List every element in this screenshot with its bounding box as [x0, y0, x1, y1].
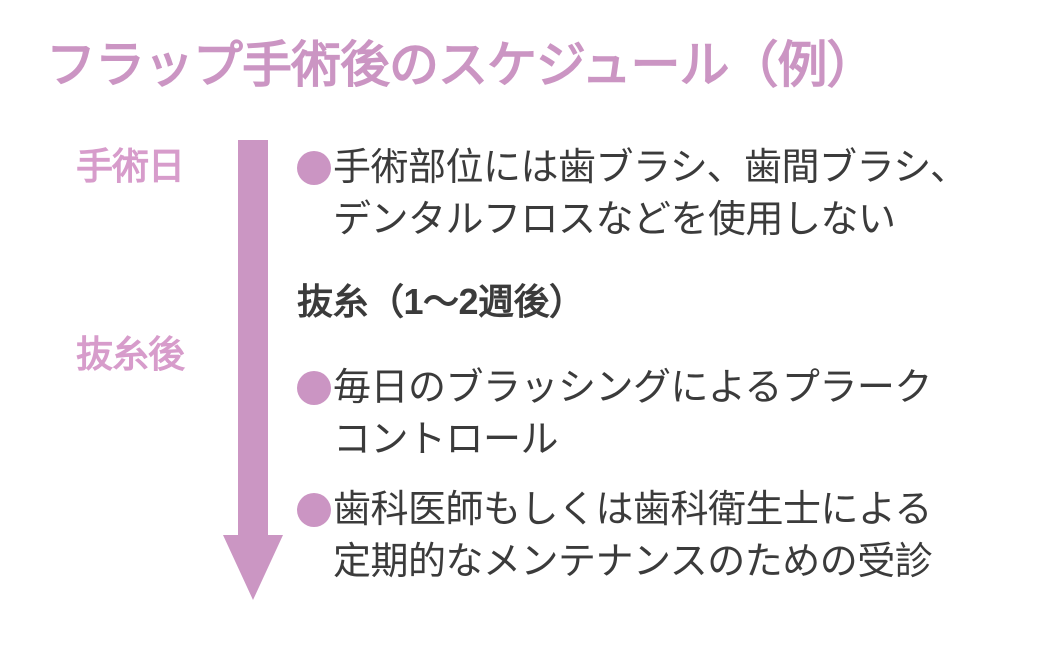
circle-bullet-icon	[297, 151, 331, 185]
stage-label-after-suture-removal: 抜糸後	[76, 334, 185, 375]
section-heading-suture-removal: 抜糸（1〜2週後）	[297, 281, 585, 322]
circle-bullet-icon	[297, 371, 331, 405]
spacer	[297, 246, 1007, 278]
circle-bullet-icon	[297, 493, 331, 527]
list-item-text: 歯科医師もしくは歯科衛生士による 定期的なメンテナンスのための受診	[333, 489, 933, 583]
list-item: 毎日のブラッシングによるプラーク コントロール	[297, 362, 1007, 466]
list-item-text: 毎日のブラッシングによるプラーク コントロール	[333, 367, 932, 461]
down-arrow-icon	[223, 140, 283, 600]
spacer	[297, 466, 1007, 484]
spacer	[297, 326, 1007, 362]
list-item-text: 手術部位には歯ブラシ、歯間ブラシ、 デンタルフロスなどを使用しない	[333, 147, 968, 241]
timeline-arrow	[215, 140, 310, 610]
list-item: 歯科医師もしくは歯科衛生士による 定期的なメンテナンスのための受診	[297, 484, 1007, 588]
stage-label-surgery-day: 手術日	[76, 146, 185, 187]
list-item: 手術部位には歯ブラシ、歯間ブラシ、 デンタルフロスなどを使用しない	[297, 142, 1007, 246]
page-title: フラップ手術後のスケジュール（例）	[46, 37, 876, 93]
content-column: 手術部位には歯ブラシ、歯間ブラシ、 デンタルフロスなどを使用しない 抜糸（1〜2…	[297, 142, 1007, 588]
